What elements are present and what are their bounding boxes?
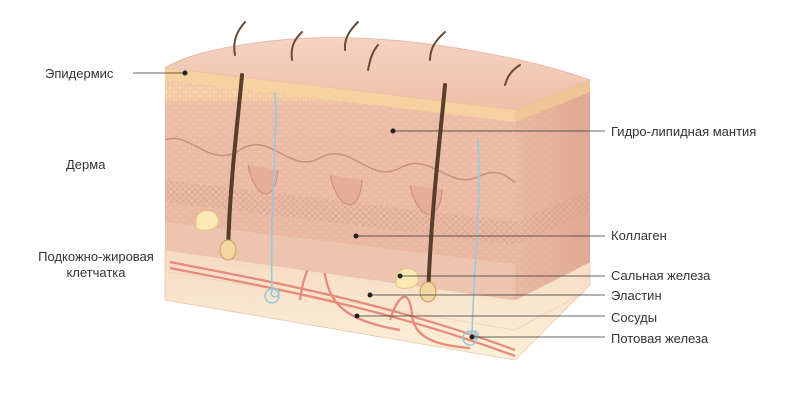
sweat-glands	[264, 91, 480, 346]
epidermis-layer	[163, 37, 592, 122]
dermis-side-face	[515, 80, 590, 300]
hair-shafts	[226, 21, 521, 297]
label-vessels: Сосуды	[611, 310, 658, 325]
leader-lines	[133, 72, 605, 338]
hair-follicles	[219, 239, 437, 303]
sebaceous-glands	[195, 210, 420, 289]
label-sebaceous-gland: Сальная железа	[611, 268, 711, 283]
label-collagen: Коллаген	[611, 228, 667, 243]
label-dermis: Дерма	[66, 157, 106, 172]
leader-dots	[182, 70, 475, 340]
label-epidermis: Эпидермис	[45, 66, 114, 81]
label-hydrolipid-mantle: Гидро-липидная мантия	[611, 124, 757, 139]
label-hypodermis-line2: клетчатка	[66, 265, 126, 280]
label-hypodermis: Подкожно-жировая клетчатка	[16, 249, 176, 281]
label-sweat-gland: Потовая железа	[611, 331, 709, 346]
label-hypodermis-line1: Подкожно-жировая	[38, 249, 154, 264]
label-elastin: Эластин	[611, 288, 662, 303]
